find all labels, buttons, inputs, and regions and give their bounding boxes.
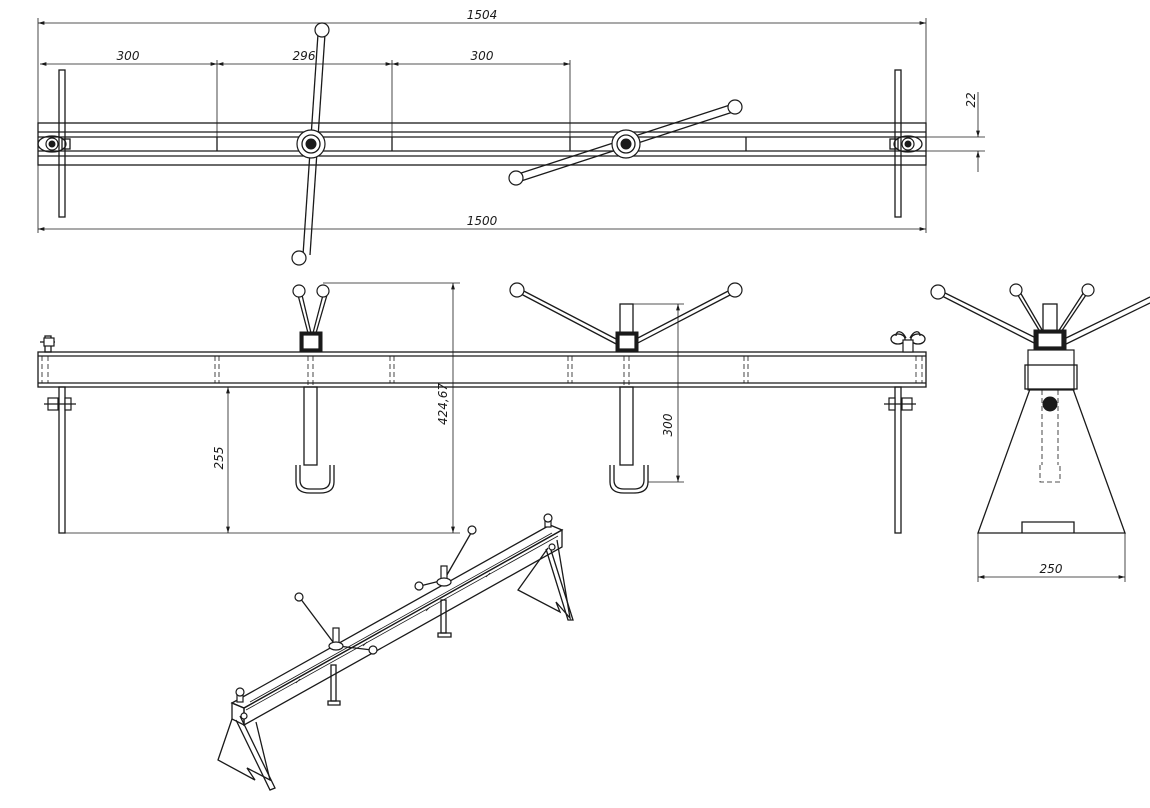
dim-beam-height: 22	[926, 92, 985, 172]
side-handles	[930, 283, 1150, 347]
side-bolt-icon	[1042, 396, 1058, 412]
dim-label-22: 22	[964, 92, 978, 107]
tommy-bar-1-top	[291, 22, 330, 266]
top-view: 1504 300 296 300 22 1500	[37, 8, 985, 266]
dim-label-segment-1: 300	[117, 49, 140, 63]
dim-base-width: 250	[977, 533, 1126, 582]
side-view: 250	[930, 283, 1150, 582]
dim-label-300-rod: 300	[661, 413, 675, 436]
isometric-view	[217, 513, 574, 791]
dim-label-1500: 1500	[467, 214, 498, 228]
dim-rod-length: 300	[633, 303, 684, 483]
beam-top-outline	[37, 122, 927, 166]
iso-right-bolt-icon	[543, 513, 556, 551]
dim-label-424-67: 424,67	[436, 383, 450, 425]
slot-marks	[216, 137, 747, 151]
right-wing-nut-icon	[889, 135, 923, 153]
dim-label-segment-2: 296	[293, 49, 316, 63]
dim-label-255: 255	[212, 447, 226, 470]
left-wing-nut-icon	[37, 135, 71, 153]
iso-clamp-1	[294, 592, 378, 706]
front-view: 255 424,67 300	[37, 282, 927, 534]
left-leg-front	[40, 335, 76, 534]
tommy-bar-2-top	[508, 99, 743, 186]
dim-label-250: 250	[1040, 562, 1063, 576]
front-slot-marks	[41, 356, 923, 383]
dim-segments: 300 296 300	[40, 49, 571, 137]
dim-overall-bottom: 1500	[37, 165, 927, 233]
iso-clamp-2	[414, 525, 477, 638]
iso-left-leg	[217, 718, 271, 782]
dim-leg-height: 255	[62, 387, 460, 534]
iso-right-leg	[517, 539, 572, 621]
clamp-2-front	[509, 282, 743, 494]
right-leg-front	[884, 331, 926, 534]
clamp-1-front	[292, 284, 335, 494]
dim-overall-top: 1504	[37, 8, 927, 123]
side-beam-end	[1027, 349, 1075, 391]
beam-front	[37, 351, 927, 388]
dim-label-segment-3: 300	[471, 49, 494, 63]
iso-beam-top	[230, 524, 564, 709]
dim-hook-depth: 424,67	[323, 282, 460, 533]
right-leg-plate-top	[894, 69, 902, 218]
iso-slot-marks	[295, 572, 491, 684]
dim-label-1504: 1504	[467, 8, 498, 22]
iso-beam-front	[243, 528, 563, 727]
iso-left-bolt-icon	[235, 687, 248, 720]
left-leg-plate-top	[58, 69, 66, 218]
